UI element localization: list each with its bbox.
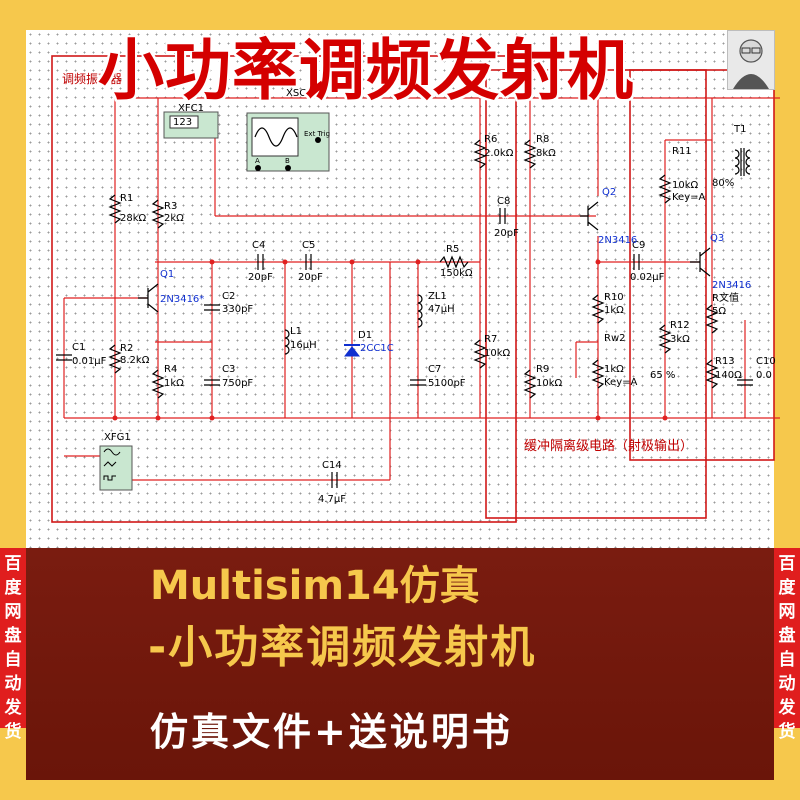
avatar	[727, 30, 775, 90]
d1-ref: D1	[358, 330, 373, 341]
counter-ref-label: XFC1	[178, 103, 204, 114]
q3-ref: Q3	[710, 233, 725, 244]
t1-value: 80%	[712, 178, 735, 189]
scope-ext-trig-label: Ext Trig	[304, 130, 331, 138]
side-tag-right-text: 百度网盘自动发货	[778, 554, 796, 742]
d1-value: 2CC1C	[360, 343, 394, 354]
c8-ref: C8	[497, 196, 511, 207]
frequency-counter-instrument	[163, 111, 219, 139]
r6-ref: R6	[484, 134, 498, 145]
q1-model: 2N3416*	[160, 294, 205, 305]
r4-ref: R4	[164, 364, 178, 375]
r3-ref: R3	[164, 201, 178, 212]
r7-ref: R7	[484, 334, 498, 345]
rw2-ref: Rw2	[604, 333, 626, 344]
r8-value: 8kΩ	[536, 148, 556, 159]
c9-ref: C9	[632, 240, 646, 251]
zl1-ref: ZL1	[428, 291, 447, 302]
schematic-wiring	[51, 55, 780, 523]
c7-value: 5100pF	[428, 378, 466, 389]
c5-value: 20pF	[298, 272, 323, 283]
counter-display: 123	[173, 117, 193, 128]
side-tag-right: 百度网盘自动发货	[774, 548, 800, 742]
r5-value: 150kΩ	[440, 268, 473, 279]
person-icon	[733, 39, 769, 89]
output-section-box	[629, 69, 775, 461]
c9-value: 0.02μF	[630, 272, 665, 283]
r13-value: 140Ω	[715, 370, 742, 381]
r11-value: 10kΩ	[672, 180, 699, 191]
r13-ref: R13	[715, 356, 735, 367]
r4-value: 1kΩ	[164, 378, 184, 389]
r5-ref: R5	[446, 244, 460, 255]
c14-value: 4.7μF	[318, 494, 347, 505]
scope-channel-b-label: B	[285, 157, 290, 165]
overlay-title: 小功率调频发射机	[98, 32, 634, 109]
r-feedback-label: R文值	[712, 293, 739, 304]
c10-ref: C10	[756, 356, 776, 367]
l1-ref: L1	[290, 326, 302, 337]
r7-value: 10kΩ	[484, 348, 511, 359]
t1-ref: T1	[734, 124, 747, 135]
zl1-value: 47μH	[428, 304, 455, 315]
c4-ref: C4	[252, 240, 266, 251]
c14-ref: C14	[322, 460, 342, 471]
c4-value: 20pF	[248, 272, 273, 283]
q1-ref: Q1	[160, 269, 175, 280]
rw2-key: Key=A	[604, 377, 638, 388]
scope-channel-a-label: A	[255, 157, 260, 165]
r1-value: 28kΩ	[120, 213, 147, 224]
fgen-ref-label: XFG1	[104, 432, 131, 443]
pot-percent: 65 %	[650, 370, 676, 381]
r12-ref: R12	[670, 320, 690, 331]
c1-value: 0.01μF	[72, 356, 107, 367]
r8-ref: R8	[536, 134, 550, 145]
rw2-value: 1kΩ	[604, 364, 624, 375]
side-tag-left-text: 百度网盘自动发货	[4, 554, 22, 742]
r2-value: 8.2kΩ	[120, 355, 150, 366]
c1-ref: C1	[72, 342, 86, 353]
schematic-canvas	[26, 30, 774, 548]
r1-ref: R1	[120, 193, 134, 204]
r3-value: 2kΩ	[164, 213, 184, 224]
l1-value: 16μH	[290, 340, 317, 351]
r9-ref: R9	[536, 364, 550, 375]
promo-line-3: 仿真文件+送说明书	[150, 710, 513, 754]
oscilloscope-instrument	[246, 112, 330, 172]
promo-line-2: -小功率调频发射机	[148, 622, 537, 673]
buffer-section-box	[485, 69, 707, 519]
promo-line-1: Multisim14仿真	[150, 563, 480, 609]
c10-value: 0.0	[756, 370, 772, 381]
c2-value: 330pF	[222, 304, 254, 315]
section-label-oscillator: 调频振荡器	[62, 72, 123, 86]
function-generator-instrument	[99, 445, 133, 491]
c5-ref: C5	[302, 240, 316, 251]
r6-value: 2.0kΩ	[484, 148, 514, 159]
c3-value: 750pF	[222, 378, 254, 389]
q2-model: 2N3416	[598, 235, 638, 246]
q3-model: 2N3416	[712, 280, 752, 291]
scope-ref-label: XSC1	[286, 88, 313, 99]
c2-ref: C2	[222, 291, 236, 302]
c8-value: 20pF	[494, 228, 519, 239]
r10-value: 1kΩ	[604, 305, 624, 316]
section-label-buffer: 缓冲隔离级电路（射极输出）	[524, 439, 694, 454]
r9-value: 10kΩ	[536, 378, 563, 389]
c7-ref: C7	[428, 364, 442, 375]
varactor-diode	[343, 344, 361, 357]
q2-ref: Q2	[602, 187, 617, 198]
r2-ref: R2	[120, 343, 134, 354]
c3-ref: C3	[222, 364, 236, 375]
side-tag-left: 百度网盘自动发货	[0, 548, 26, 742]
r11-key: Key=A	[672, 192, 706, 203]
promo-banner	[26, 548, 774, 780]
r10-ref: R10	[604, 292, 624, 303]
r12-value: 3kΩ	[670, 334, 690, 345]
r-feedback-value: 5Ω	[712, 306, 727, 317]
oscillator-section-box	[51, 55, 517, 523]
r11-ref: R11	[672, 146, 692, 157]
